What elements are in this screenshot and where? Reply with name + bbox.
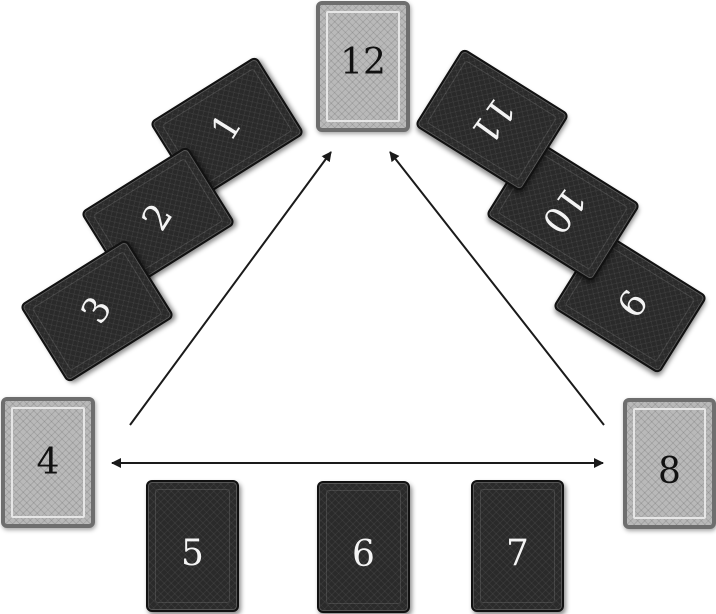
- card-5-number: 5: [181, 533, 204, 574]
- card-7: 7: [471, 480, 564, 612]
- card-8: 8: [623, 398, 716, 529]
- arrow-4-to-12: [129, 151, 332, 426]
- card-4-number: 4: [36, 441, 60, 483]
- card-4: 4: [1, 397, 95, 528]
- card-6-number: 6: [352, 534, 375, 575]
- card-11-number: 11: [462, 89, 523, 151]
- card-7-number: 7: [506, 533, 529, 574]
- card-1-number: 1: [203, 107, 251, 149]
- card-2-number: 2: [134, 197, 182, 239]
- card-6: 6: [317, 481, 410, 613]
- card-8-number: 8: [658, 450, 681, 492]
- card-3-number: 3: [73, 290, 121, 332]
- card-12: 12: [316, 1, 410, 132]
- card-5: 5: [146, 480, 239, 612]
- card-10-number: 10: [533, 179, 594, 241]
- card-9-number: 9: [607, 280, 654, 324]
- card-12-number: 12: [340, 41, 386, 83]
- arrow-8-to-12: [389, 151, 605, 426]
